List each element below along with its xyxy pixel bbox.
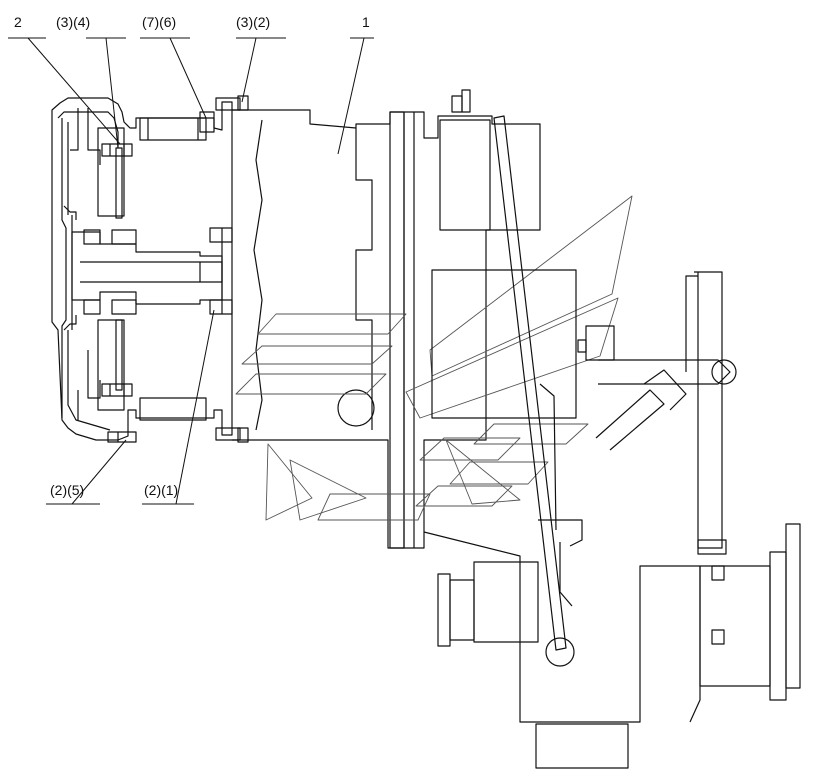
callout-7-6: (7)(6) (142, 14, 177, 30)
callout-2: 2 (14, 14, 22, 30)
watermark (235, 195, 633, 521)
callout-3-4: (3)(4) (56, 14, 91, 30)
callout-1: 1 (362, 14, 370, 30)
callout-3-2: (3)(2) (236, 14, 271, 30)
callout-2-1: (2)(1) (144, 482, 179, 498)
linkage-rod (493, 115, 687, 651)
leader-lines (8, 37, 374, 505)
callout-2-5: (2)(5) (50, 482, 85, 498)
output-housing (423, 269, 801, 769)
input-shaft (71, 227, 233, 315)
left-housing (51, 97, 233, 443)
